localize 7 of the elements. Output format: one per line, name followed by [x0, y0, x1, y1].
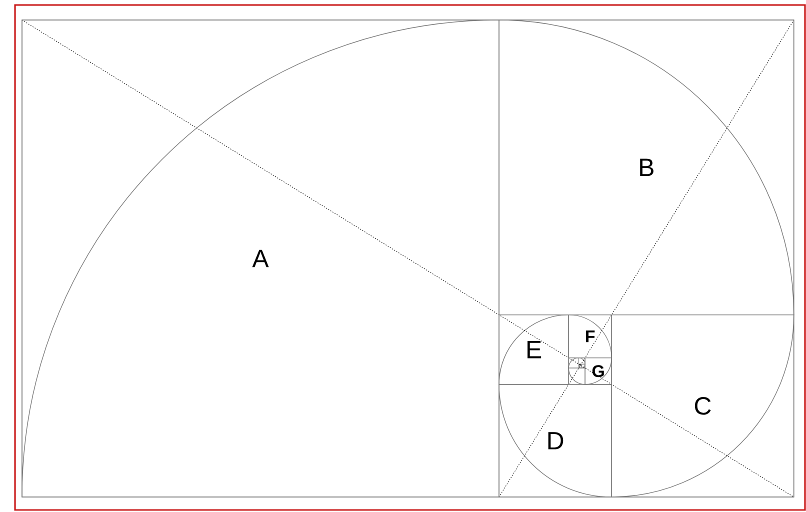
square: B [498, 20, 794, 316]
square: F [568, 314, 612, 358]
square: E [498, 314, 569, 385]
square: A [22, 20, 500, 498]
square: C [611, 314, 794, 498]
square: G [584, 357, 612, 385]
square: D [498, 384, 612, 498]
